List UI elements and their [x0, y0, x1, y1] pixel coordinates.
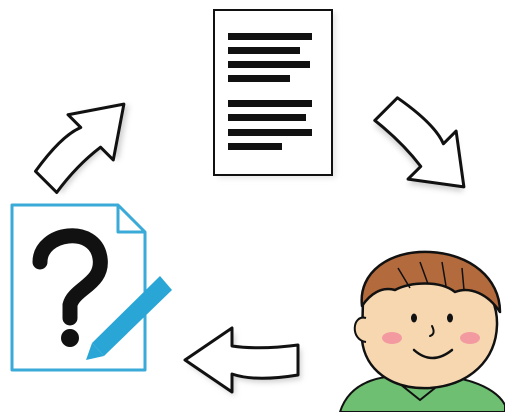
- arrow-icon: [185, 328, 301, 396]
- arrow-icon: [23, 79, 151, 207]
- question-edit-icon: [12, 205, 172, 370]
- document-icon: [214, 10, 336, 178]
- arrow-icon: [359, 85, 490, 216]
- person-icon: [340, 252, 505, 412]
